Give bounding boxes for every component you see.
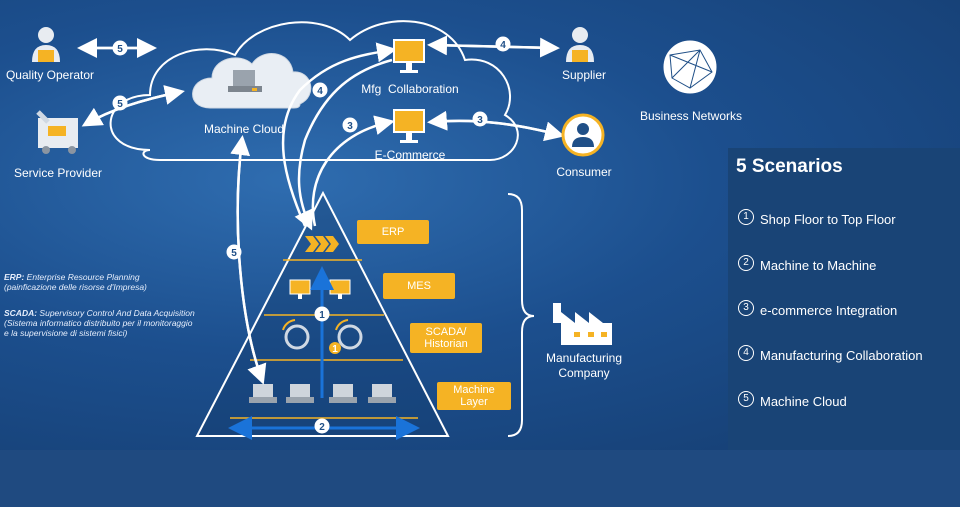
arrow-mfg-1 — [281, 42, 397, 227]
badge-ecom-right: 3 — [477, 115, 483, 126]
cloud-machine-icon — [228, 70, 262, 92]
scenario-label: Shop Floor to Top Floor — [760, 212, 896, 227]
service-provider-label: Service Provider — [13, 166, 103, 180]
erp-note-italian: (painficazione delle risorse d'Impresa) — [4, 282, 147, 292]
scenarios-title: 5 Scenarios — [736, 156, 843, 177]
erp-note-text: Enterprise Resource Planning — [24, 272, 140, 282]
company-brace — [507, 193, 535, 437]
factory-icon — [553, 303, 612, 345]
scenario-item: 5 Machine Cloud — [738, 388, 847, 409]
scenario-item: 1 Shop Floor to Top Floor — [738, 206, 896, 227]
scenario-item: 3 e-commerce Integration — [738, 297, 897, 318]
badge-mfg: 4 — [317, 86, 323, 97]
cloud-outline — [109, 20, 519, 161]
bottom-band — [0, 450, 960, 507]
scenario-label: e-commerce Integration — [760, 303, 898, 318]
supplier-figure — [566, 27, 594, 62]
layer-machine: Machine Layer — [437, 382, 511, 410]
erp-note-abbr: ERP: — [4, 272, 25, 282]
arrow-ecom — [311, 115, 395, 227]
ecommerce-monitor — [393, 109, 425, 143]
scada-note-italian-1: (Sistema informatico distribuito per il … — [4, 318, 193, 328]
layer-mes: MES — [383, 273, 455, 299]
scenario-number: 4 — [738, 344, 754, 361]
scenario-number: 5 — [738, 390, 754, 407]
badge-service: 5 — [117, 99, 123, 110]
diagram-graphics: 5 5 4 4 3 3 5 1 2 1 — [32, 20, 717, 440]
badge-supplier: 4 — [500, 40, 506, 51]
scenario-label: Machine to Machine — [760, 258, 877, 273]
scenario-label: Machine Cloud — [760, 394, 847, 409]
arrow-mfg-2 — [294, 58, 393, 231]
scenario-number: 2 — [738, 254, 754, 271]
manufacturing-company-label: Manufacturing Company — [545, 351, 623, 380]
machine-icons — [249, 384, 396, 403]
layer-erp: ERP — [357, 220, 429, 244]
ecommerce-label: E-Commerce — [374, 148, 446, 162]
scenario-number: 1 — [738, 208, 754, 225]
scada-note-text: Supervisory Control And Data Acquisition — [37, 308, 195, 318]
business-networks-globe — [663, 40, 717, 94]
mfg-collaboration-label: Mfg Collaboration — [361, 82, 459, 96]
scada-gears — [284, 324, 363, 350]
layer-scada: SCADA/ Historian — [410, 323, 482, 353]
badge-cloud-machines: 5 — [231, 248, 237, 259]
scenario-label: Manufacturing Collaboration — [760, 348, 923, 363]
mfg-collab-monitor — [393, 39, 425, 73]
badge-scada-small: 1 — [332, 344, 338, 355]
scada-note-italian-2: e la supervisione di sistemi fisici) — [4, 328, 128, 338]
business-networks-label: Business Networks — [639, 109, 743, 123]
consumer-figure — [561, 113, 605, 157]
scada-note: SCADA: Supervisory Control And Data Acqu… — [4, 308, 195, 338]
scenario-item: 4 Manufacturing Collaboration — [738, 342, 923, 363]
scenario-item: 2 Machine to Machine — [738, 252, 876, 273]
scenarios-panel: 5 Scenarios 1 Shop Floor to Top Floor 2 … — [728, 148, 960, 450]
quality-operator-figure — [32, 27, 60, 62]
badge-horizontal: 2 — [319, 422, 325, 433]
number-badges: 5 5 4 4 3 3 5 1 2 1 — [112, 36, 511, 434]
quality-operator-label: Quality Operator — [5, 68, 95, 82]
consumer-label: Consumer — [556, 165, 612, 179]
erp-chevrons — [305, 236, 339, 252]
machine-cloud-label: Machine Cloud — [203, 122, 285, 136]
scenario-number: 3 — [738, 299, 754, 316]
mes-monitors — [289, 279, 351, 299]
badge-vertical: 1 — [319, 310, 325, 321]
scada-note-abbr: SCADA: — [4, 308, 38, 318]
service-provider-figure — [36, 110, 78, 154]
badge-quality: 5 — [117, 44, 123, 55]
badge-ecom-left: 3 — [347, 121, 353, 132]
erp-note: ERP: Enterprise Resource Planning (painf… — [4, 272, 147, 292]
supplier-label: Supplier — [561, 68, 607, 82]
